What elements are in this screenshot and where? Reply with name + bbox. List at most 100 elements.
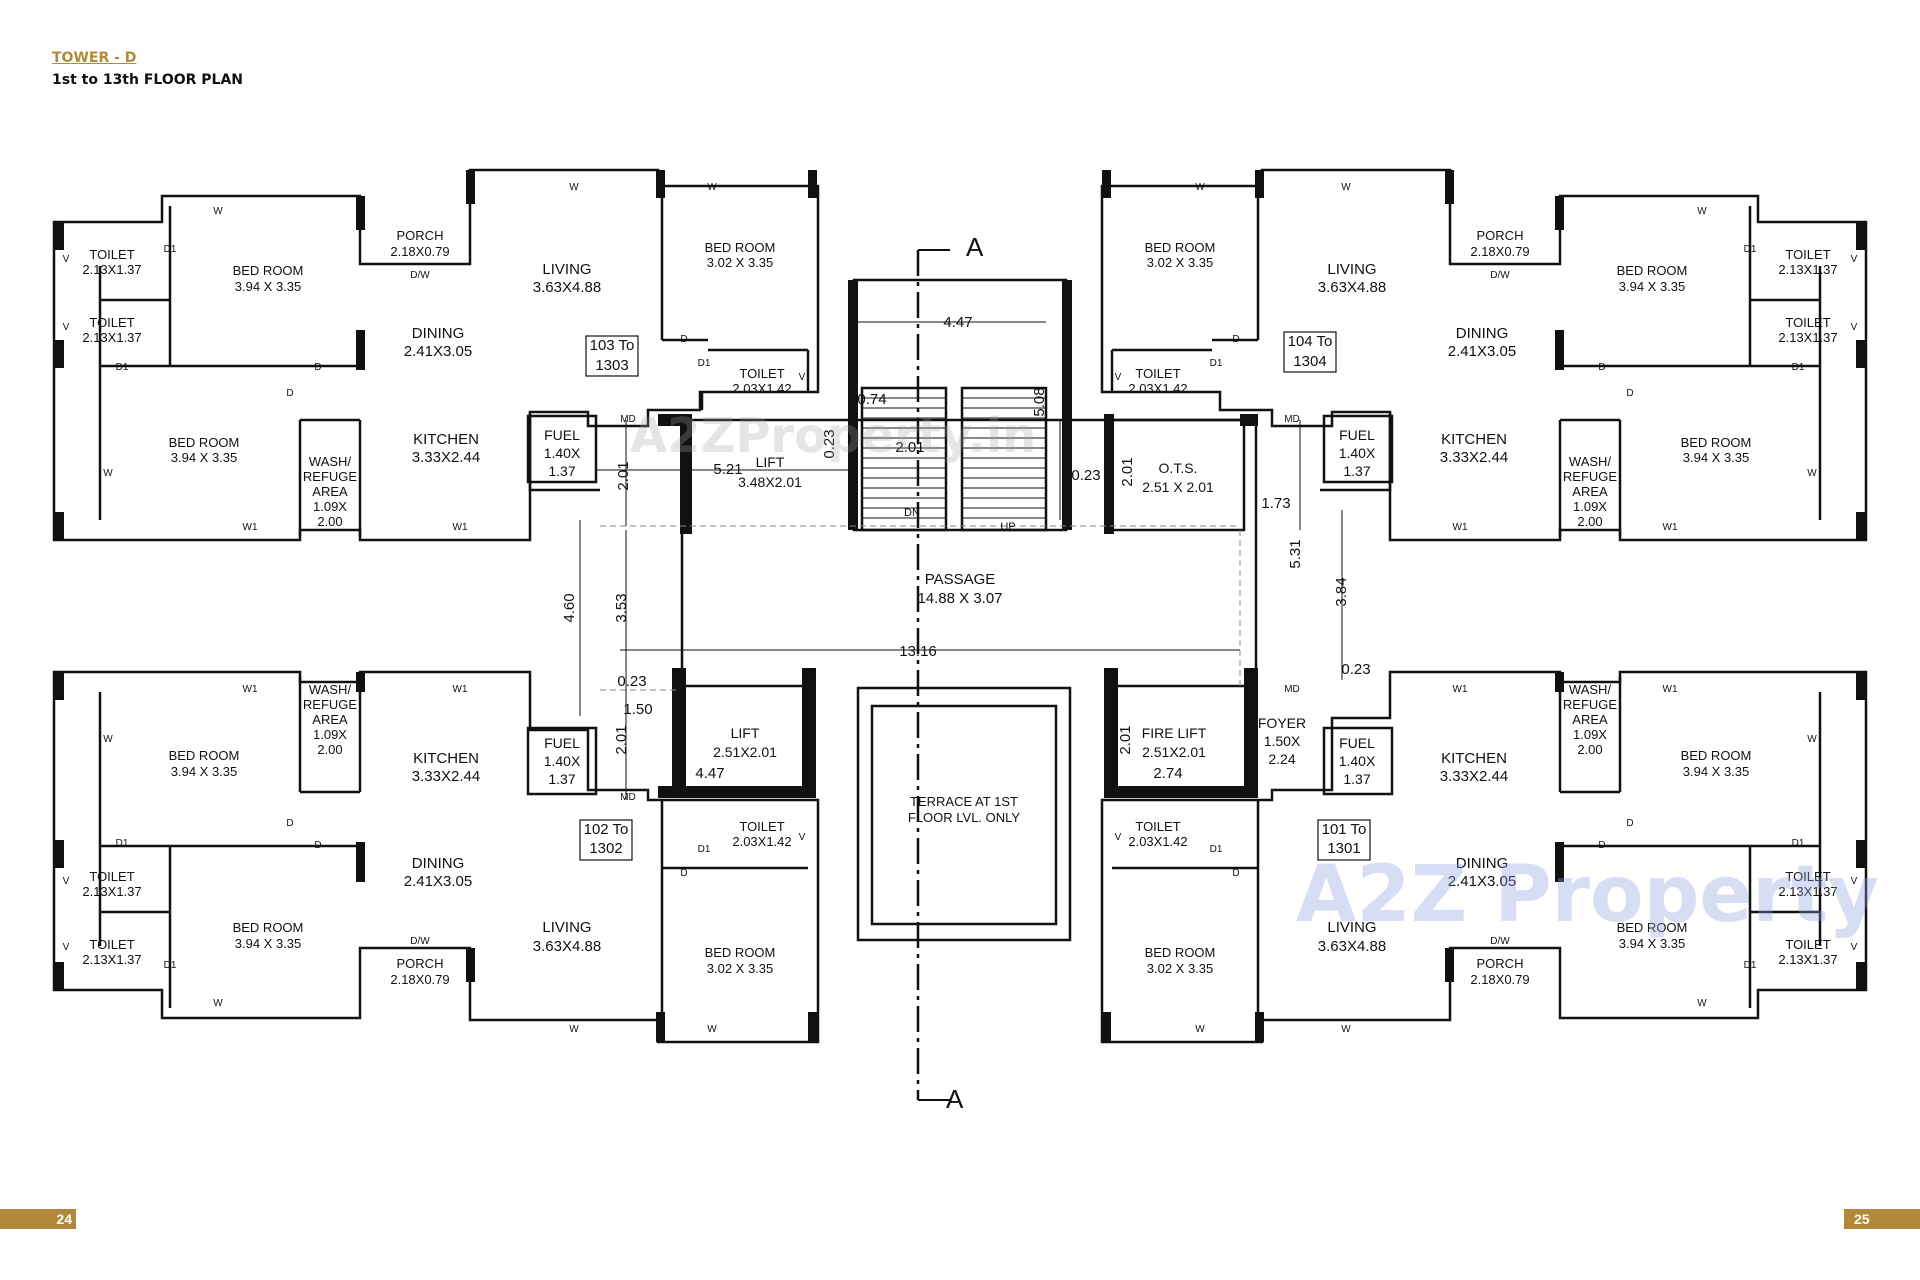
- label-wash: WASH/: [309, 454, 352, 469]
- svg-text:W1: W1: [1453, 522, 1468, 533]
- svg-text:V: V: [1851, 254, 1858, 265]
- svg-text:D1: D1: [164, 960, 177, 971]
- dim-toilet: 2.03X1.42: [1128, 834, 1187, 849]
- label-living: LIVING: [542, 261, 591, 278]
- label-area: AREA: [1572, 484, 1608, 499]
- unit-number: 104 To: [1288, 333, 1333, 350]
- dim-kitchen: 3.33X2.44: [412, 768, 480, 785]
- svg-text:W: W: [213, 206, 223, 217]
- section-line: [916, 249, 950, 1101]
- svg-text:V: V: [799, 372, 806, 383]
- dim-value: 1.50: [623, 701, 652, 718]
- svg-text:W: W: [1341, 1024, 1351, 1035]
- dim-fuel: 1.37: [1343, 463, 1370, 479]
- svg-text:W: W: [103, 468, 113, 479]
- svg-text:V: V: [1851, 322, 1858, 333]
- dim-value: 2.01: [1119, 457, 1136, 486]
- dim-toilet: 2.13X1.37: [1778, 262, 1837, 277]
- dim-value: 5.31: [1287, 539, 1304, 568]
- dim-foyer: 2.24: [1268, 751, 1295, 767]
- label-bedroom: BED ROOM: [1617, 920, 1688, 935]
- label-fire-lift: FIRE LIFT: [1142, 725, 1207, 741]
- label-kitchen: KITCHEN: [413, 431, 479, 448]
- dim-bedroom: 3.94 X 3.35: [171, 450, 238, 465]
- svg-text:W1: W1: [453, 522, 468, 533]
- dim-toilet: 2.13X1.37: [82, 952, 141, 967]
- label-wash: WASH/: [1569, 454, 1612, 469]
- dimension-numbers: 4.47 0.74 5.08 2.01 5.21 0.23 0.23 2.01 …: [561, 314, 1371, 782]
- svg-text:V: V: [63, 942, 70, 953]
- label-toilet: TOILET: [89, 247, 134, 262]
- dim-wash: 2.00: [1577, 742, 1602, 757]
- dim-bedroom: 3.02 X 3.35: [1147, 961, 1214, 976]
- dim-porch: 2.18X0.79: [390, 972, 449, 987]
- unit-number: 102 To: [584, 821, 629, 838]
- svg-text:W: W: [569, 1024, 579, 1035]
- dim-toilet: 2.13X1.37: [1778, 330, 1837, 345]
- dim-dining: 2.41X3.05: [1448, 873, 1516, 890]
- dim-value: 5.08: [1031, 387, 1048, 416]
- section-marker: A: [966, 232, 984, 262]
- svg-text:W1: W1: [1663, 684, 1678, 695]
- dim-value: 0.23: [1341, 661, 1370, 678]
- label-toilet: TOILET: [89, 869, 134, 884]
- dim-living: 3.63X4.88: [533, 938, 601, 955]
- dim-porch: 2.18X0.79: [390, 244, 449, 259]
- svg-text:V: V: [1851, 876, 1858, 887]
- svg-text:D1: D1: [1210, 844, 1223, 855]
- dim-fuel: 1.40X: [544, 753, 581, 769]
- dim-toilet: 2.13X1.37: [82, 262, 141, 277]
- dim-value: 0.23: [617, 673, 646, 690]
- label-dining: DINING: [412, 325, 465, 342]
- dim-value: 5.21: [713, 461, 742, 478]
- svg-text:W: W: [1697, 998, 1707, 1009]
- dim-kitchen: 3.33X2.44: [1440, 768, 1508, 785]
- svg-text:D: D: [680, 868, 687, 879]
- dim-foyer: 1.50X: [1264, 733, 1301, 749]
- dim-value: 13.16: [899, 643, 937, 660]
- label-dining: DINING: [412, 855, 465, 872]
- svg-text:W: W: [569, 182, 579, 193]
- unit-number: 1303: [595, 357, 628, 374]
- label-toilet: TOILET: [1135, 819, 1180, 834]
- dimension-lines: [579, 321, 1343, 800]
- dim-dining: 2.41X3.05: [1448, 343, 1516, 360]
- label-porch: PORCH: [1477, 228, 1524, 243]
- dim-value: 0.23: [1071, 467, 1100, 484]
- label-toilet: TOILET: [1785, 315, 1830, 330]
- svg-text:W: W: [103, 734, 113, 745]
- dim-bedroom: 3.02 X 3.35: [707, 961, 774, 976]
- dim-fuel: 1.37: [548, 463, 575, 479]
- dim-wash: 1.09X: [1573, 499, 1607, 514]
- svg-text:D/W: D/W: [410, 936, 430, 947]
- dim-living: 3.63X4.88: [1318, 938, 1386, 955]
- dim-value: 0.74: [857, 391, 886, 408]
- dim-value: 2.01: [613, 725, 630, 754]
- svg-text:D: D: [1598, 362, 1605, 373]
- svg-text:W: W: [707, 182, 717, 193]
- watermark-center: A2ZProperty.in: [630, 408, 1037, 464]
- label-kitchen: KITCHEN: [413, 750, 479, 767]
- label-fuel: FUEL: [544, 735, 580, 751]
- svg-text:W: W: [1807, 734, 1817, 745]
- dim-toilet: 2.13X1.37: [1778, 884, 1837, 899]
- label-refuge: REFUGE: [303, 469, 358, 484]
- svg-text:V: V: [1115, 372, 1122, 383]
- dim-living: 3.63X4.88: [533, 279, 601, 296]
- label-fuel: FUEL: [1339, 735, 1375, 751]
- dim-ots: 2.51 X 2.01: [1142, 479, 1214, 495]
- dim-porch: 2.18X0.79: [1470, 244, 1529, 259]
- label-fuel: FUEL: [544, 427, 580, 443]
- label-bedroom: BED ROOM: [169, 435, 240, 450]
- label-lift: LIFT: [731, 725, 760, 741]
- dim-bedroom: 3.02 X 3.35: [707, 255, 774, 270]
- dim-dining: 2.41X3.05: [404, 343, 472, 360]
- svg-text:W: W: [1697, 206, 1707, 217]
- unit-number: 1304: [1293, 353, 1326, 370]
- label-bedroom: BED ROOM: [1145, 240, 1216, 255]
- label-terrace: FLOOR LVL. ONLY: [908, 810, 1021, 825]
- svg-text:W1: W1: [1663, 522, 1678, 533]
- dim-bedroom: 3.94 X 3.35: [1619, 936, 1686, 951]
- label-porch: PORCH: [1477, 956, 1524, 971]
